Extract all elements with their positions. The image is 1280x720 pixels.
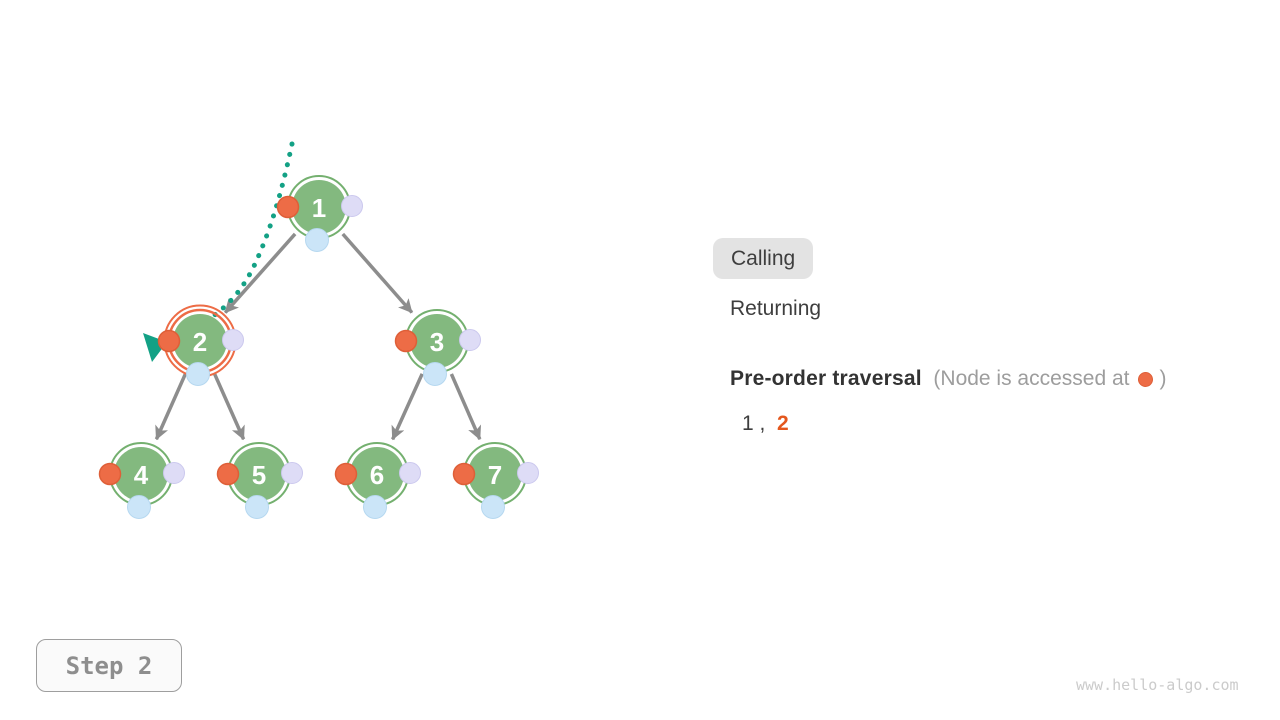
tree-edge-1-3 (341, 232, 414, 314)
inorder-access-dot (341, 195, 363, 217)
tree-node-7: 7 (452, 442, 539, 519)
node-label: 2 (193, 327, 207, 357)
inorder-access-dot (222, 329, 244, 351)
tree-node-6: 6 (334, 442, 421, 519)
node-label: 1 (312, 193, 326, 223)
inorder-access-dot (163, 462, 185, 484)
traversal-note: (Node is accessed at ) (933, 367, 1166, 391)
watermark: www.hello-algo.com (1076, 676, 1239, 694)
calling-toggle[interactable]: Calling (713, 238, 814, 279)
trace-path (185, 141, 295, 333)
node-label: 6 (370, 460, 384, 490)
postorder-access-dot (423, 362, 447, 386)
node-circle (173, 314, 227, 368)
node-circle (232, 447, 286, 501)
sequence-separator: , (753, 412, 778, 435)
postorder-access-dot (127, 495, 151, 519)
postorder-access-dot (481, 495, 505, 519)
node-circle (468, 447, 522, 501)
access-dot-icon (1137, 371, 1153, 387)
tree-edges (154, 232, 482, 441)
node-circle (410, 314, 464, 368)
inorder-access-dot (281, 462, 303, 484)
tree-edge-2-5 (212, 373, 246, 441)
traversal-header: Pre-order traversal (Node is accessed at… (730, 367, 1167, 391)
node-circle (114, 447, 168, 501)
traversal-note-suffix: ) (1159, 367, 1167, 390)
tree-node-1: 1 (276, 175, 363, 252)
traversal-sequence: 1 , 2 (742, 412, 789, 436)
preorder-access-dot (98, 462, 122, 486)
node-label: 3 (430, 327, 444, 357)
postorder-access-dot (305, 228, 329, 252)
tree-edge-2-4 (154, 373, 188, 441)
preorder-access-dot (157, 329, 181, 353)
tree-edge-1-2 (223, 232, 297, 314)
preorder-access-dot (334, 462, 358, 486)
sequence-value-1: 1 (742, 412, 754, 435)
node-circle (292, 180, 346, 234)
preorder-access-dot (452, 462, 476, 486)
tree-node-4: 4 (98, 442, 185, 519)
preorder-access-dot (216, 462, 240, 486)
node-label: 4 (134, 460, 149, 490)
node-circle (350, 447, 404, 501)
tree-edge-3-6 (391, 373, 424, 441)
inorder-access-dot (459, 329, 481, 351)
inorder-access-dot (517, 462, 539, 484)
traversal-note-prefix: (Node is accessed at (933, 367, 1130, 390)
tree-node-5: 5 (216, 442, 303, 519)
preorder-access-dot (394, 329, 418, 353)
sequence-value-2: 2 (777, 412, 789, 435)
node-label: 7 (488, 460, 502, 490)
tree-node-2: 2 (157, 304, 244, 386)
preorder-access-dot (276, 195, 300, 219)
postorder-access-dot (186, 362, 210, 386)
returning-toggle[interactable]: Returning (730, 297, 822, 320)
tree-node-3: 3 (394, 309, 481, 386)
inorder-access-dot (399, 462, 421, 484)
tree-edge-3-7 (449, 373, 482, 441)
postorder-access-dot (363, 495, 387, 519)
postorder-access-dot (245, 495, 269, 519)
tree-nodes: 1 2 3 4 5 6 7 (98, 175, 539, 519)
step-badge: Step 2 (36, 639, 182, 692)
node-label: 5 (252, 460, 266, 490)
traversal-title: Pre-order traversal (730, 367, 922, 390)
